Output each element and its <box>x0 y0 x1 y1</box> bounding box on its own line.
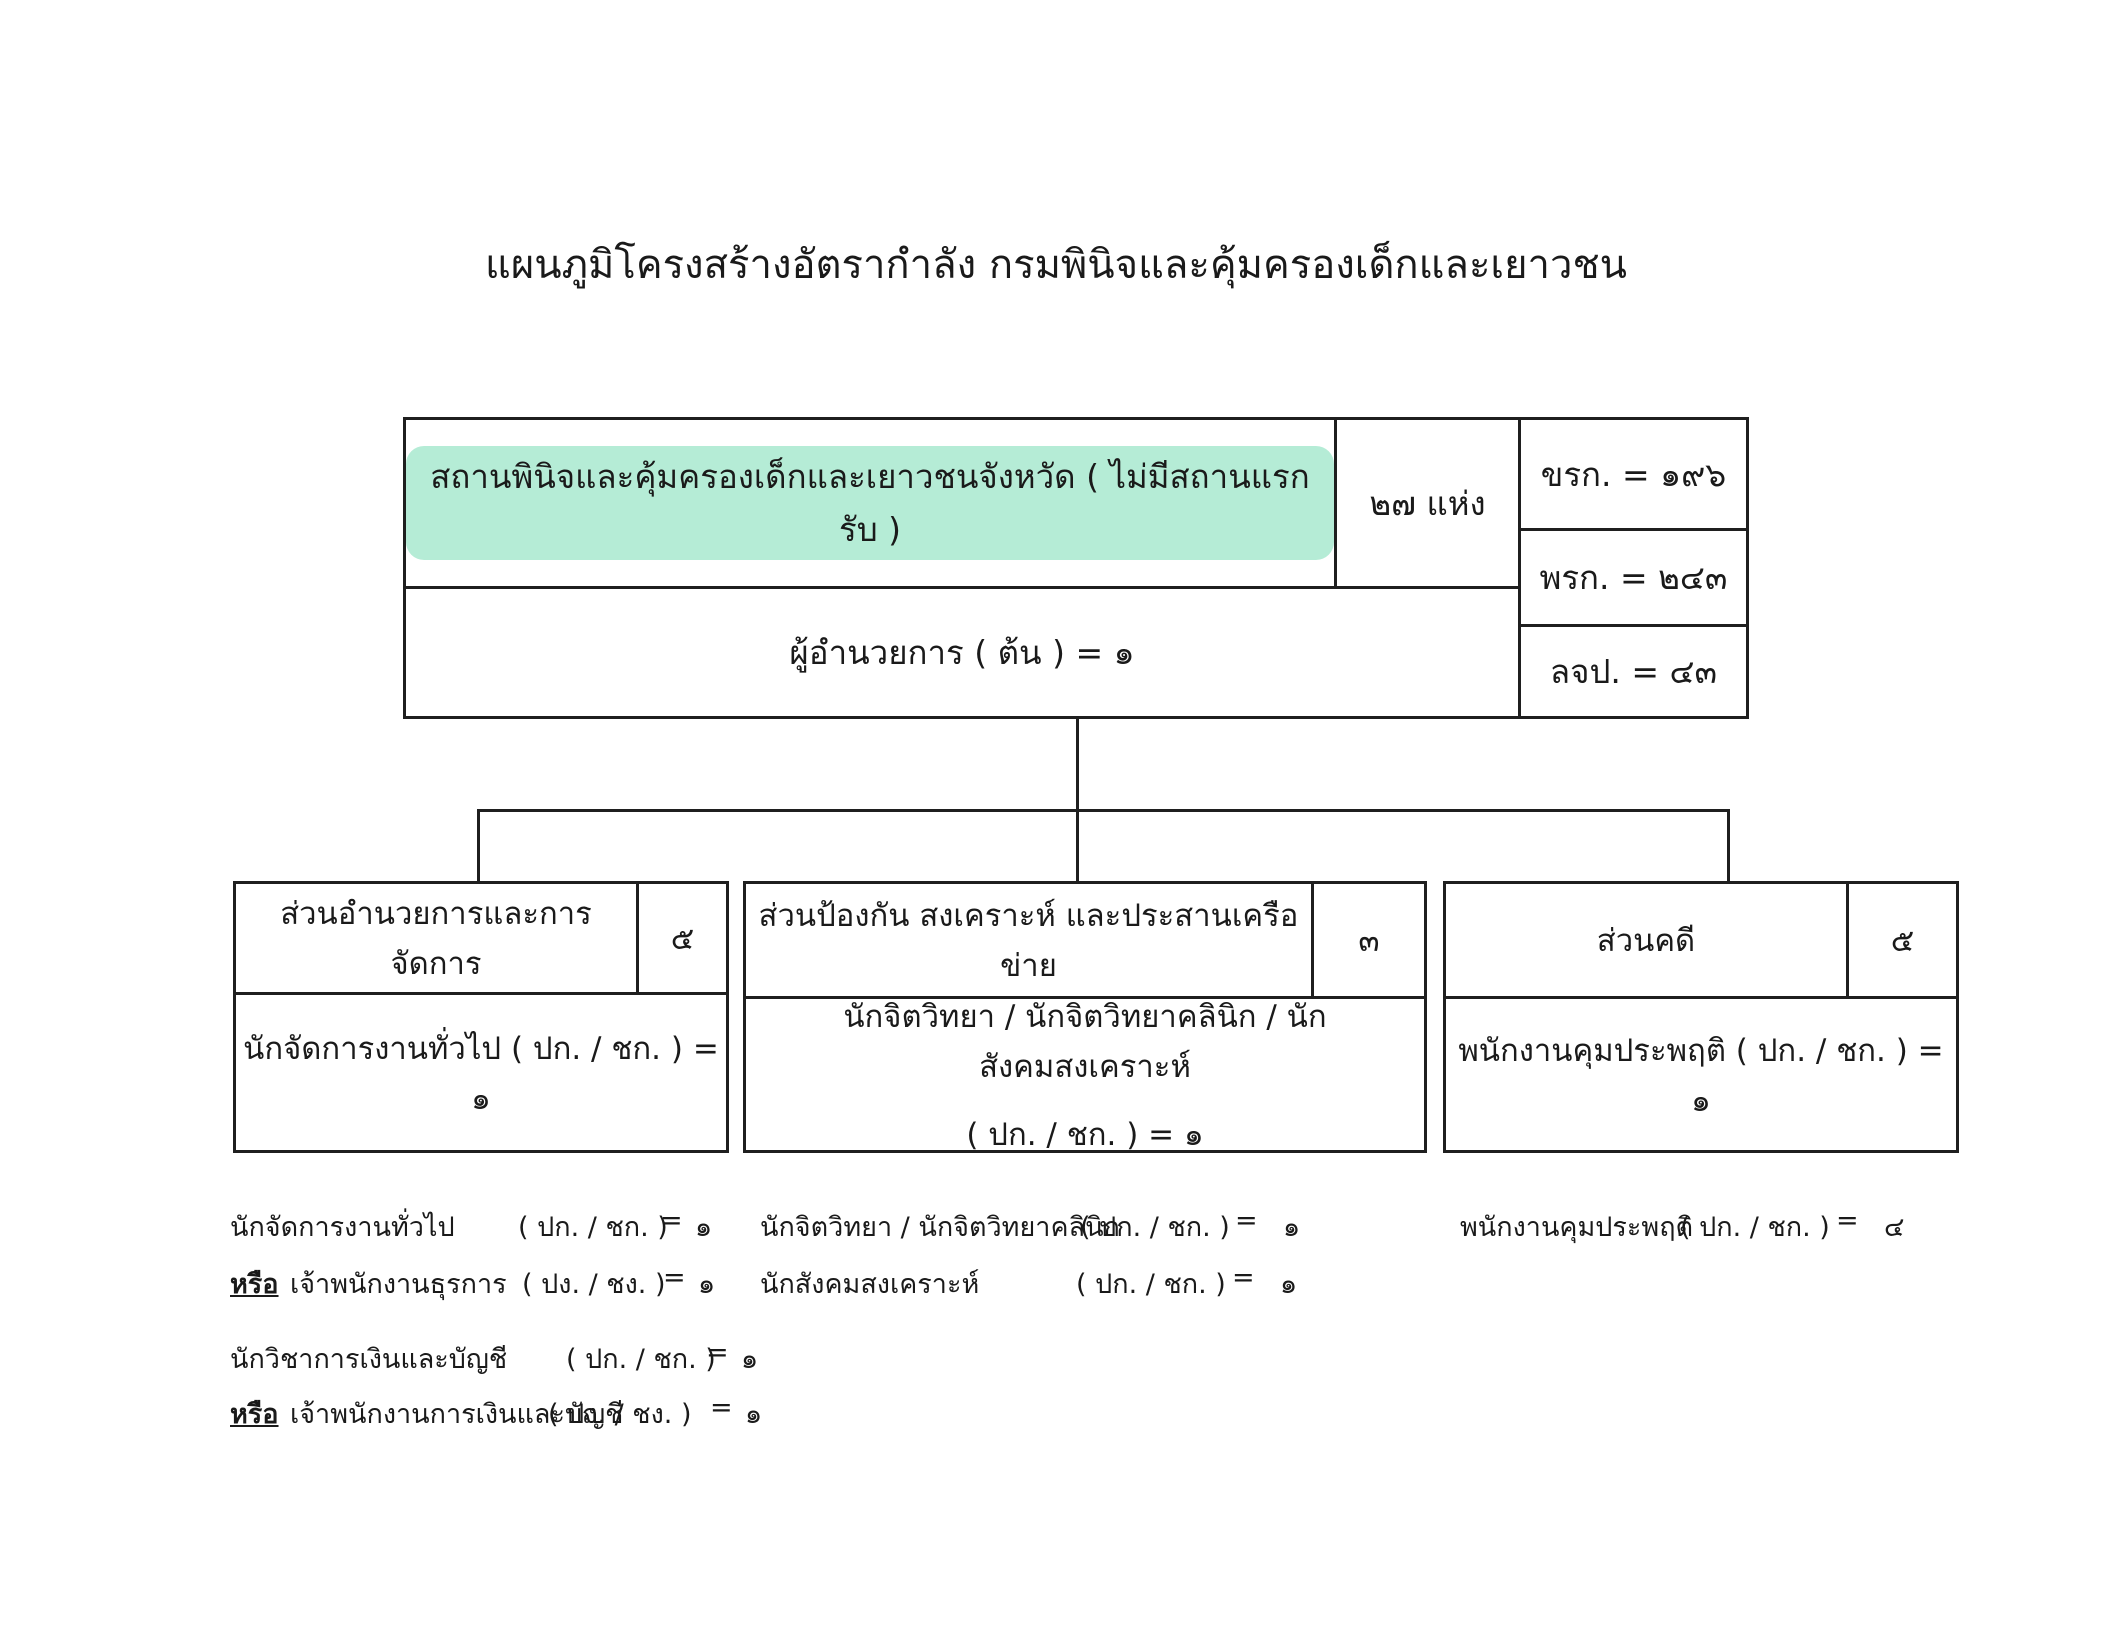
note-item: นักจัดการงานทั่วไป <box>230 1212 455 1243</box>
note-equals: = <box>710 1392 733 1423</box>
note-equals: = <box>1836 1205 1859 1236</box>
note-grade: ( ปก. / ชก. ) <box>1680 1212 1830 1243</box>
note-item: นักวิชาการเงินและบัญชี <box>230 1344 508 1375</box>
note-value: ๑ <box>1283 1212 1301 1243</box>
connector-left <box>477 809 480 883</box>
note-or-label: หรือ <box>230 1399 279 1430</box>
division-staff: นักจัดการงานทั่วไป ( ปก. / ชก. ) = ๑ <box>243 1030 719 1117</box>
note-item: เจ้าพนักงานการเงินและบัญชี <box>290 1399 624 1430</box>
note-grade: ( ปง. / ชง. ) <box>548 1399 692 1430</box>
stat-government-employees: พรก. = ๒๔๓ <box>1539 558 1728 597</box>
page-title: แผนภูมิโครงสร้างอัตรากำลัง กรมพินิจและคุ… <box>485 242 1627 288</box>
connector-bar <box>477 809 1730 812</box>
note-value: ๑ <box>698 1269 716 1300</box>
note-grade: ( ปก. / ชก. ) <box>1080 1212 1230 1243</box>
division-count: ๓ <box>1358 923 1380 959</box>
note-item: นักจิตวิทยา / นักจิตวิทยาคลินิก <box>760 1212 1120 1243</box>
note-grade: ( ปง. / ชง. ) <box>522 1269 666 1300</box>
note-value: ๔ <box>1884 1212 1905 1243</box>
note-grade: ( ปก. / ชก. ) <box>566 1344 716 1375</box>
note-item: เจ้าพนักงานธุรการ <box>290 1269 507 1300</box>
connector-trunk <box>1076 719 1079 812</box>
note-item: นักสังคมสงเคราะห์ <box>760 1269 980 1300</box>
division-staff-line1: นักจิตวิทยา / นักจิตวิทยาคลินิก / นักสัง… <box>843 998 1327 1085</box>
org-count: ๒๗ แห่ง <box>1369 483 1486 523</box>
note-equals: = <box>1232 1262 1255 1293</box>
connector-right <box>1727 809 1730 883</box>
director-position: ผู้อำนวยการ ( ต้น ) = ๑ <box>789 633 1135 672</box>
connector-middle <box>1076 809 1079 883</box>
division-case-box: ส่วนคดี ๕ พนักงานคุมประพฤติ ( ปก. / ชก. … <box>1443 881 1959 1153</box>
note-value: ๑ <box>1280 1269 1298 1300</box>
note-value: ๑ <box>695 1212 713 1243</box>
division-name: ส่วนอำนวยการและการจัดการ <box>280 896 592 982</box>
division-admin-box: ส่วนอำนวยการและการจัดการ ๕ นักจัดการงานท… <box>233 881 729 1153</box>
note-equals: = <box>663 1262 686 1293</box>
note-equals: = <box>660 1205 683 1236</box>
note-or-label: หรือ <box>230 1269 279 1300</box>
division-prevention-box: ส่วนป้องกัน สงเคราะห์ และประสานเครือข่าย… <box>743 881 1427 1153</box>
division-staff: พนักงานคุมประพฤติ ( ปก. / ชก. ) = ๑ <box>1458 1032 1944 1119</box>
note-equals: = <box>706 1337 729 1368</box>
note-value: ๑ <box>741 1344 759 1375</box>
division-count: ๕ <box>670 921 695 957</box>
division-staff-line2: ( ปก. / ชก. ) = ๑ <box>966 1116 1204 1153</box>
stat-permanent-workers: ลจป. = ๔๓ <box>1549 652 1718 691</box>
note-value: ๑ <box>745 1399 763 1430</box>
top-org-box: สถานพินิจและคุ้มครองเด็กและเยาวชนจังหวัด… <box>403 417 1749 719</box>
division-count: ๕ <box>1890 923 1915 959</box>
division-name: ส่วนคดี <box>1596 923 1696 959</box>
org-name: สถานพินิจและคุ้มครองเด็กและเยาวชนจังหวัด… <box>406 446 1334 560</box>
note-grade: ( ปก. / ชก. ) <box>1076 1269 1226 1300</box>
note-equals: = <box>1235 1205 1258 1236</box>
note-grade: ( ปก. / ชก. ) <box>518 1212 668 1243</box>
stat-civil-servants: ขรก. = ๑๙๖ <box>1540 454 1727 494</box>
division-name: ส่วนป้องกัน สงเคราะห์ และประสานเครือข่าย <box>758 898 1299 984</box>
note-item: พนักงานคุมประพฤติ <box>1460 1212 1694 1243</box>
